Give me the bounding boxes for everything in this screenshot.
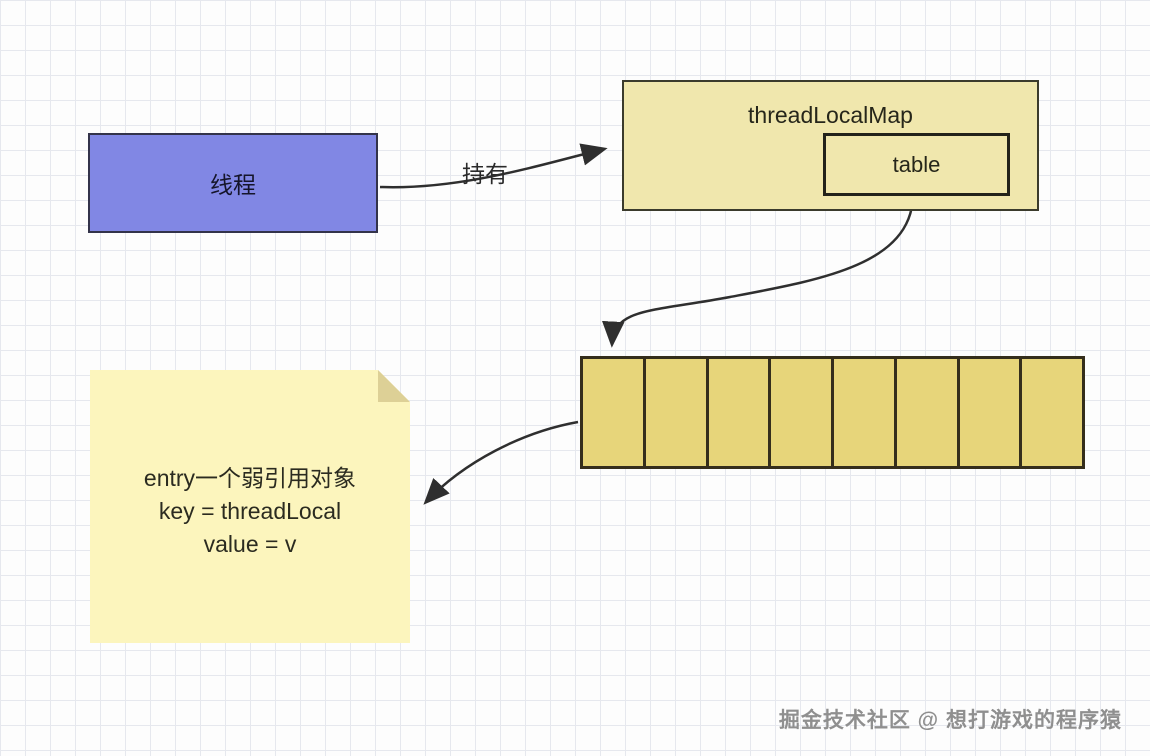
- array-cell: [896, 359, 960, 466]
- note-line-3: value = v: [203, 531, 297, 557]
- watermark-text: 掘金技术社区 @ 想打游戏的程序猿: [778, 709, 1122, 732]
- entry-note-text: entry一个弱引用对象 key = threadLocal value = v: [90, 462, 410, 561]
- table-box-label: table: [892, 151, 941, 177]
- thread-box-label: 线程: [210, 172, 256, 198]
- array-cell: [959, 359, 1023, 466]
- array-cell: [645, 359, 709, 466]
- entry-note: entry一个弱引用对象 key = threadLocal value = v: [90, 370, 410, 643]
- array-cell: [1022, 359, 1082, 466]
- thread-box: 线程: [88, 133, 378, 233]
- array-cell: [771, 359, 834, 466]
- array-cell: [708, 359, 772, 466]
- array-to-note-arrow: [423, 420, 579, 505]
- table-box: table: [823, 133, 1010, 196]
- table-to-array-arrow: [602, 196, 915, 348]
- entry-array: [580, 356, 1085, 469]
- array-cell: [834, 359, 897, 466]
- note-line-2: key = threadLocal: [158, 498, 342, 524]
- array-cell: [583, 359, 646, 466]
- threadlocalmap-box: threadLocalMap table: [622, 80, 1039, 211]
- note-line-1: entry一个弱引用对象: [143, 465, 357, 491]
- threadlocalmap-title: threadLocalMap: [748, 102, 913, 128]
- note-fold-corner: [378, 370, 410, 402]
- hold-arrow-label: 持有: [462, 161, 508, 187]
